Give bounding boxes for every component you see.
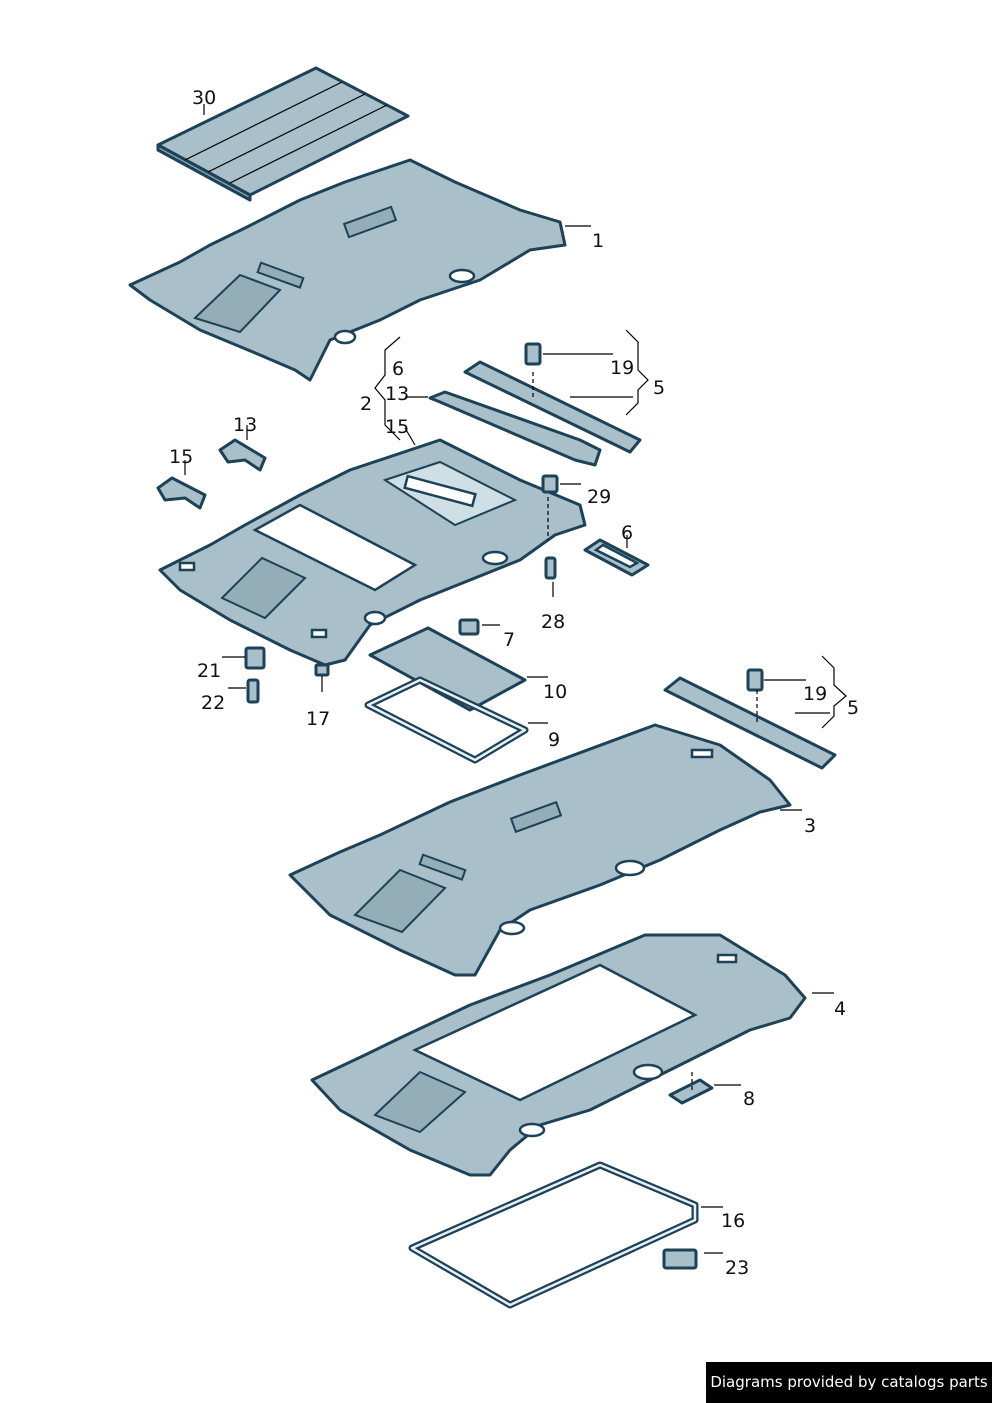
part-23-clip[interactable] [662,1248,698,1270]
part-30-insulation-panel[interactable] [156,66,410,202]
part-17-pad[interactable] [314,663,330,677]
callout-3: 3 [804,815,816,837]
part-22-screw[interactable] [246,678,260,704]
callout-6-upper: 6 [392,358,404,380]
callout-22: 22 [201,692,225,714]
callout-19-lower: 19 [803,683,827,705]
callout-2: 2 [360,393,372,415]
part-5-rail-trim-upper[interactable] [428,342,642,467]
callout-17: 17 [306,708,330,730]
callout-7: 7 [503,629,515,651]
callout-15-upper: 15 [385,416,409,438]
callout-23: 23 [725,1257,749,1279]
footer-credit: Diagrams provided by catalogs parts [706,1362,992,1403]
callout-15-left: 15 [169,446,193,468]
part-21-bracket[interactable] [244,646,266,670]
callout-19-upper: 19 [610,357,634,379]
callout-4: 4 [834,998,846,1020]
part-1-headliner[interactable] [128,158,567,382]
part-15-grab-bracket[interactable] [156,476,207,510]
callout-16: 16 [721,1210,745,1232]
part-28-screw[interactable] [544,556,557,580]
leader-lines [184,104,847,1254]
part-9-seal[interactable] [364,676,529,764]
callout-30: 30 [192,87,216,109]
part-8-cover[interactable] [668,1078,714,1105]
part-2-headliner-sunroof[interactable] [158,438,587,667]
callout-9: 9 [548,729,560,751]
callout-6-lower: 6 [621,522,633,544]
callout-21: 21 [197,660,221,682]
part-4-headliner-panoramic[interactable] [310,933,807,1177]
part-7-clip[interactable] [458,618,480,636]
callout-labels: 30 1 6 2 13 15 19 5 13 15 29 6 28 7 21 2… [169,87,859,1279]
callout-1: 1 [592,230,604,252]
part-29-clip[interactable] [541,474,559,494]
part-6-lamp-frame[interactable] [583,538,650,577]
part-13-grab-bracket[interactable] [218,438,267,472]
part-3-headliner[interactable] [288,723,792,977]
callout-5-upper: 5 [653,377,665,399]
callout-13-left: 13 [233,414,257,436]
callout-8: 8 [743,1088,755,1110]
part-10-sunshade[interactable] [368,626,527,712]
part-5-rail-trim-lower[interactable] [663,668,837,770]
callout-13-upper: 13 [385,383,409,405]
callout-29: 29 [587,486,611,508]
callout-28: 28 [541,611,565,633]
callout-10: 10 [543,681,567,703]
callout-5-lower: 5 [847,697,859,719]
part-16-seal[interactable] [408,1161,699,1309]
